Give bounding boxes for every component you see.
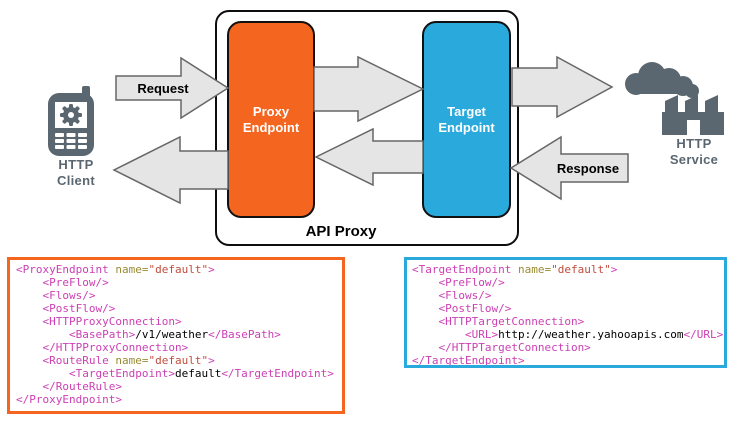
target-to-proxy-return-arrow <box>314 127 424 187</box>
target-to-service-arrow <box>511 55 614 119</box>
response-arrow-label: Response <box>556 161 620 176</box>
request-arrow <box>115 56 230 120</box>
api-proxy-label: API Proxy <box>305 223 377 240</box>
response-arrow <box>509 135 629 201</box>
gear-icon <box>60 104 82 126</box>
mobile-phone-icon <box>48 86 94 156</box>
factory-icon <box>625 62 724 135</box>
proxy-to-client-return-arrow <box>112 135 229 205</box>
target-endpoint-xml-code: <TargetEndpoint name="default"> <PreFlow… <box>404 257 727 368</box>
phone-keypad <box>55 133 87 149</box>
factory-door <box>687 120 700 135</box>
proxy-to-target-arrow <box>313 55 425 123</box>
request-arrow-label: Request <box>137 81 189 96</box>
smoke-cloud <box>625 62 699 98</box>
proxy-endpoint-xml-code: <ProxyEndpoint name="default"> <PreFlow/… <box>7 257 345 414</box>
